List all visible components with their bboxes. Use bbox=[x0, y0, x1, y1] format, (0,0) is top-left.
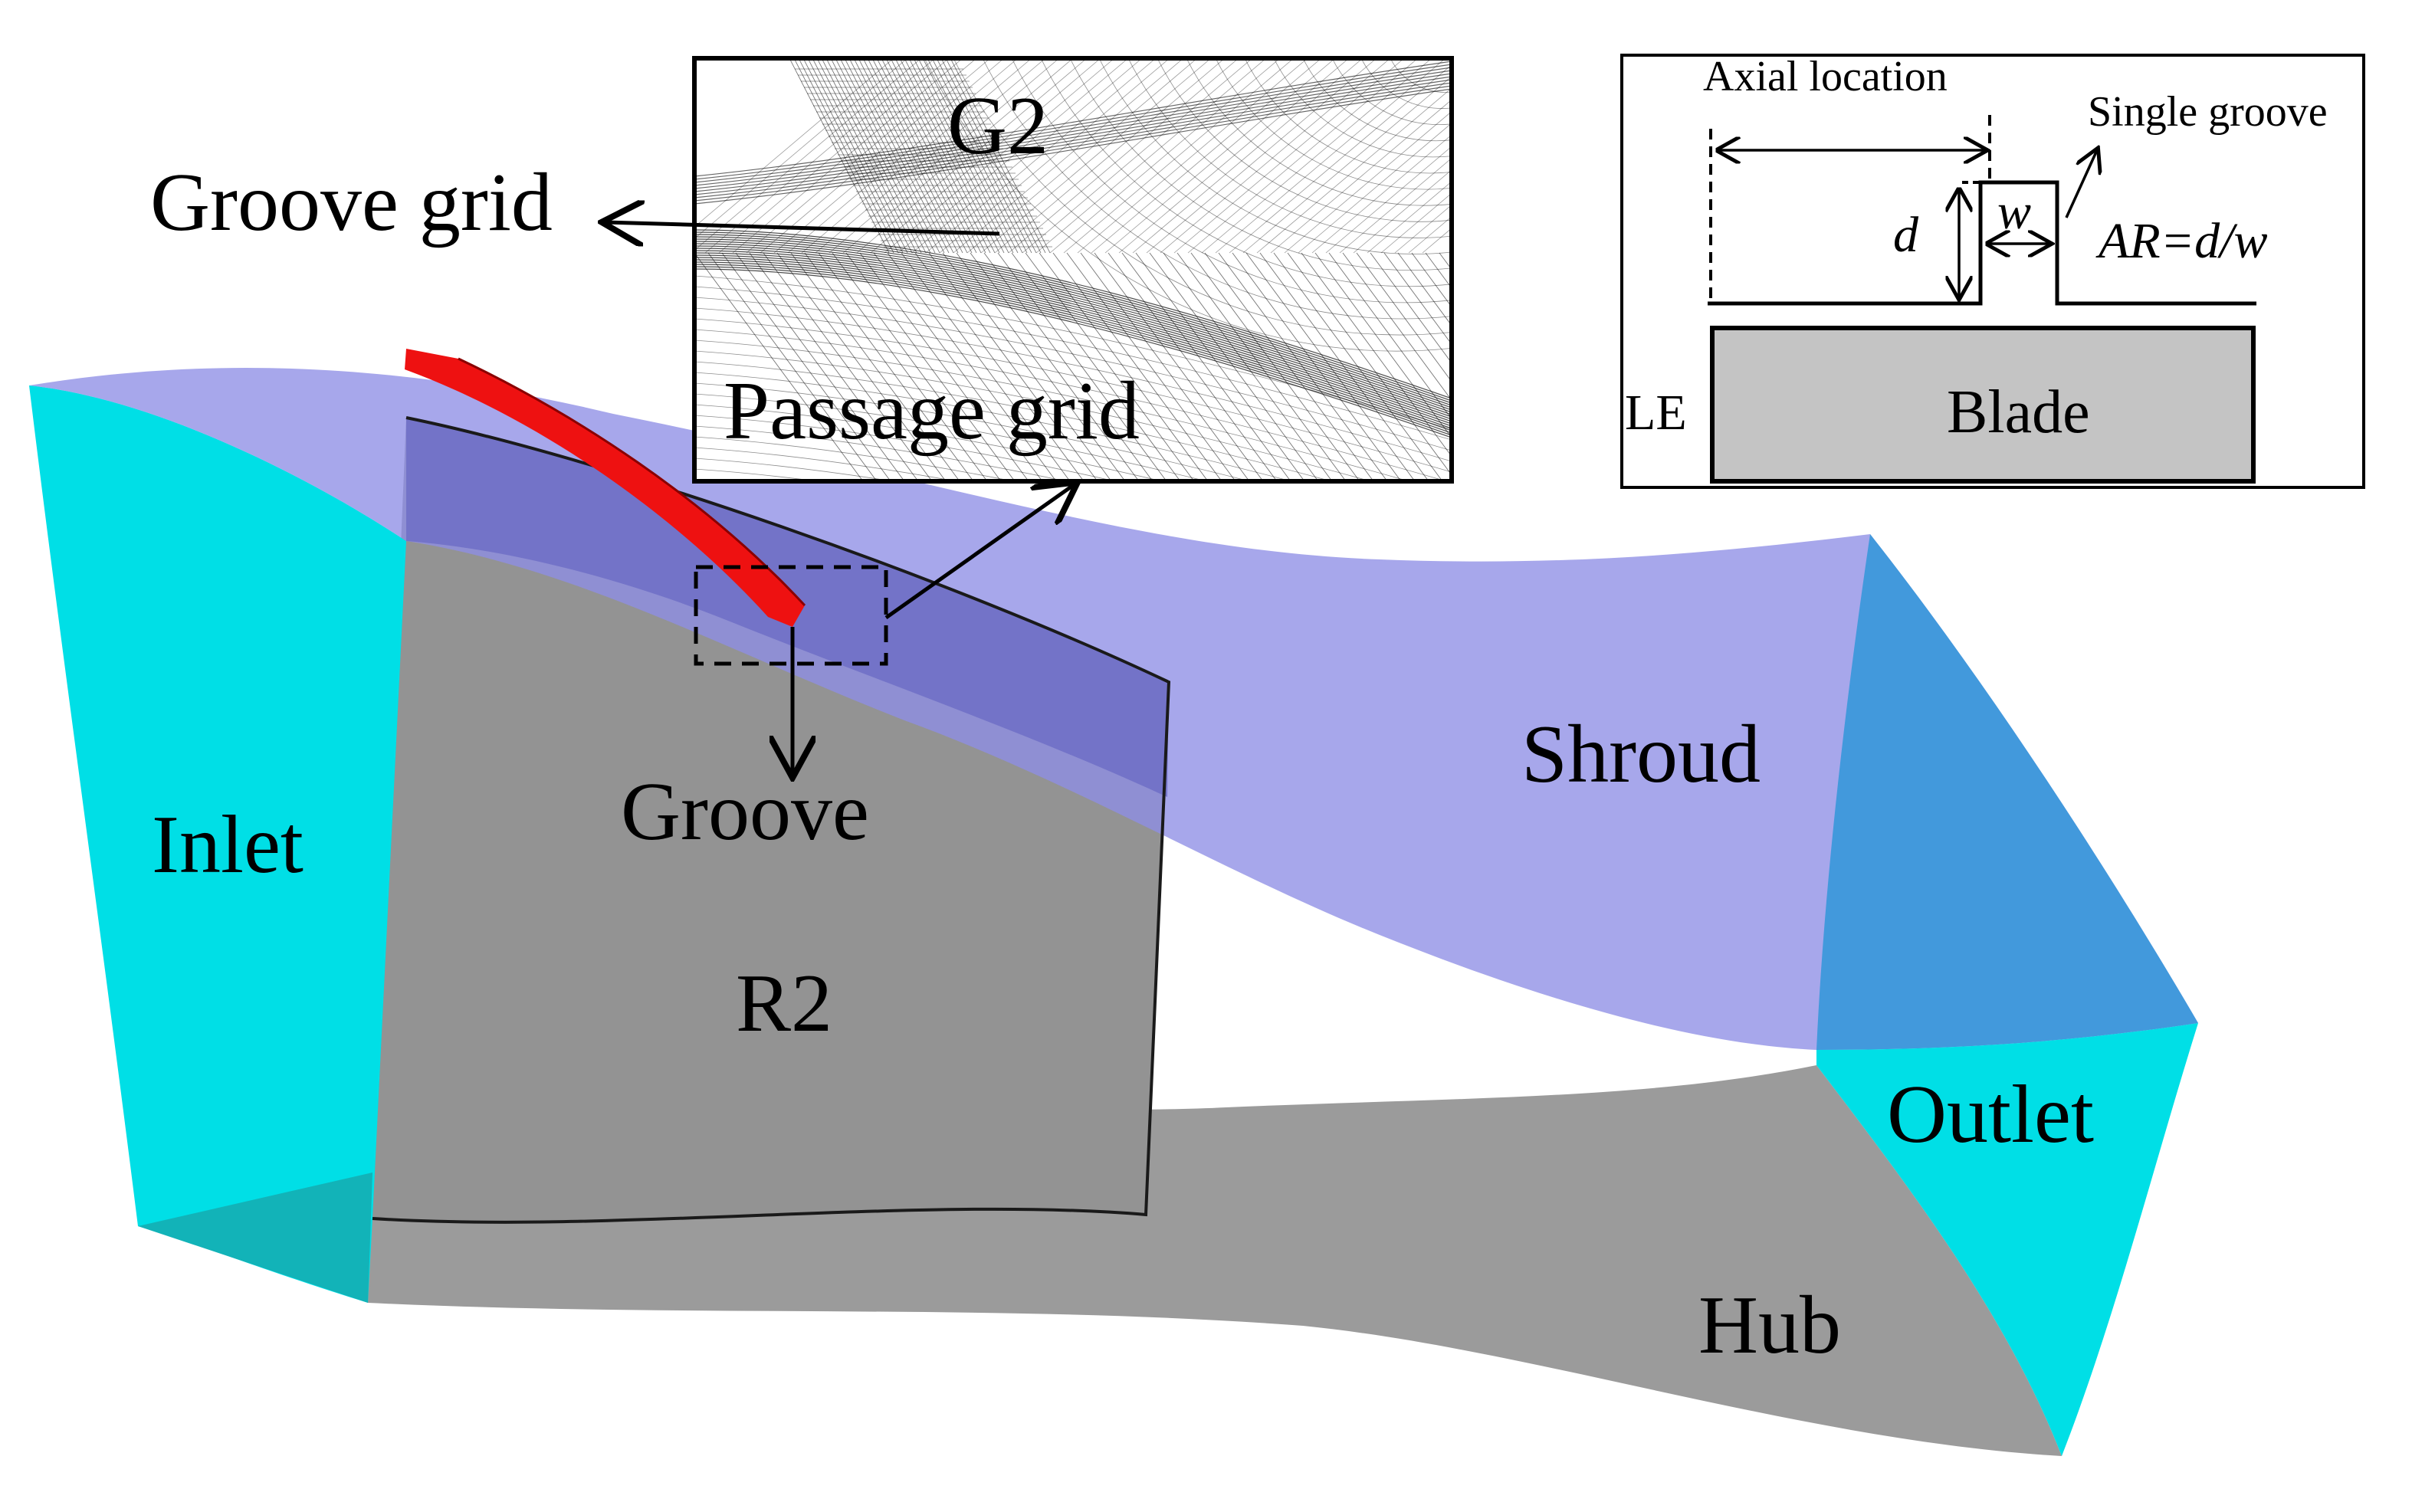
width-label: w bbox=[1997, 184, 2031, 240]
single-groove-arrow bbox=[2065, 150, 2097, 218]
depth-label: d bbox=[1893, 207, 1919, 263]
inlet-label: Inlet bbox=[152, 799, 304, 890]
single-groove-label: Single groove bbox=[2088, 88, 2328, 136]
axial-location-label: Axial location bbox=[1703, 53, 1948, 100]
passage-grid-label: Passage grid bbox=[724, 366, 1140, 457]
groove-grid-arrow bbox=[605, 222, 1000, 234]
groove-label: Groove bbox=[621, 766, 869, 858]
groove-schematic: Axial location Single groove d w AR=d/w … bbox=[1620, 53, 2365, 489]
aspect-ratio-label: AR=d/w bbox=[2095, 213, 2268, 269]
groove-bar-edge bbox=[458, 357, 806, 607]
outlet-face bbox=[1816, 1023, 2198, 1456]
le-label: LE bbox=[1625, 385, 1687, 441]
groove-grid-label: Groove grid bbox=[150, 157, 553, 248]
outlet-label: Outlet bbox=[1887, 1069, 2094, 1160]
outlet-upper bbox=[1816, 534, 2198, 1050]
groove-bar bbox=[405, 349, 805, 627]
schematic-blade-label: Blade bbox=[1947, 379, 2090, 446]
schematic-blade bbox=[1710, 326, 2256, 484]
zoom-box bbox=[694, 565, 888, 666]
r2-label: R2 bbox=[736, 958, 832, 1049]
hub-label: Hub bbox=[1698, 1280, 1841, 1371]
zoom-arrow bbox=[884, 484, 1075, 620]
shroud-label: Shroud bbox=[1521, 709, 1761, 800]
grid-inset: G2 Passage grid bbox=[692, 56, 1454, 484]
inlet-face bbox=[29, 385, 406, 1303]
inlet-face-lower bbox=[138, 1173, 372, 1303]
g2-label: G2 bbox=[947, 80, 1048, 172]
